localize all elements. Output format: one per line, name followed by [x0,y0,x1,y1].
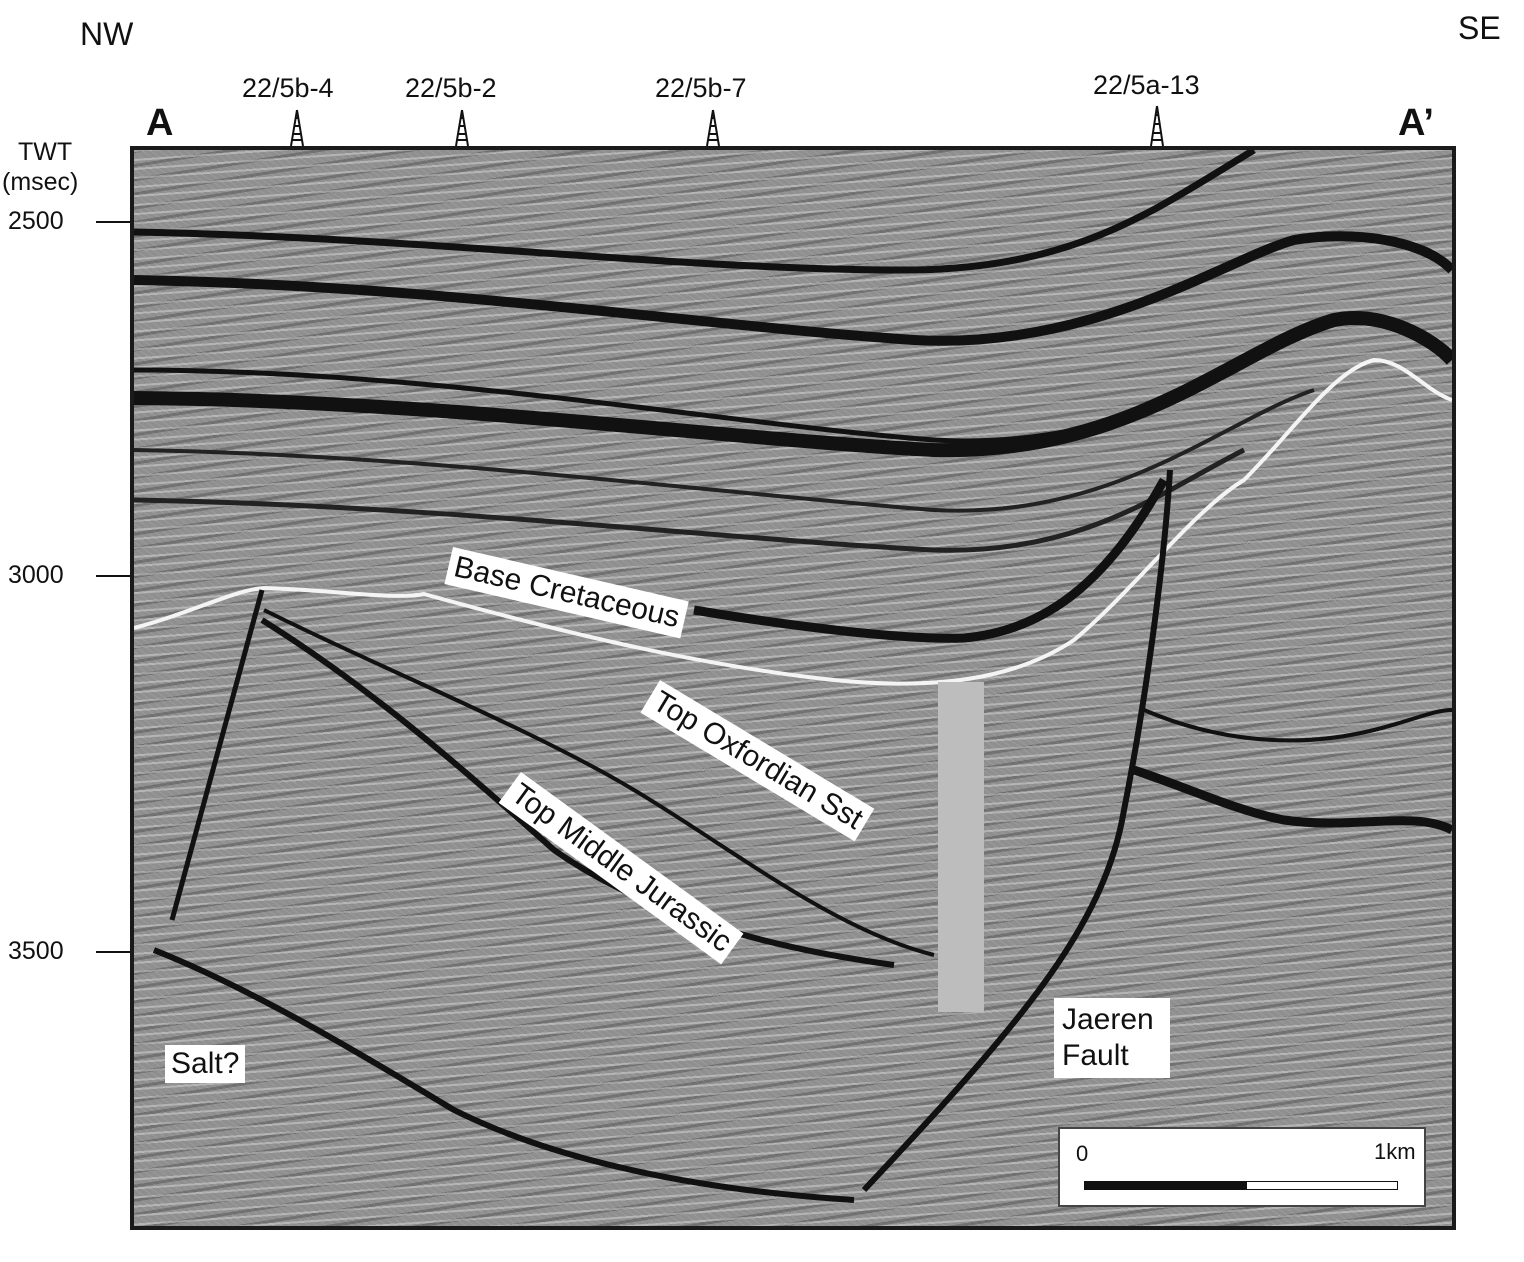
well-label: 22/5b-7 [655,73,747,103]
deep-reflector [1143,708,1452,743]
seismic-reflectors [134,150,1452,1203]
scale-bar-end: 1km [1374,1139,1416,1164]
salt-bounding-fault [169,589,265,921]
reflector-4 [134,311,1452,458]
y-tick [96,575,130,577]
label-jaeren-fault-line1: Jaeren [1062,1003,1154,1036]
reflector-6 [134,447,1246,553]
gas-column-bar [938,682,984,1012]
well-derrick-icon [1150,105,1164,147]
y-tick [96,221,130,223]
well-derrick-icon [706,109,720,147]
section-end-label: A’ [1398,102,1434,144]
y-tick-label: 3000 [8,561,64,589]
jaeren-fault [861,469,1173,1193]
scale-bar-filled [1084,1181,1246,1190]
seismic-section-panel [130,146,1456,1230]
well-label: 22/5a-13 [1093,70,1200,100]
y-axis-unit: (msec) [2,168,79,196]
deep-reflector [152,947,855,1203]
y-tick [96,951,130,953]
reflector-2 [134,231,1452,346]
top-middle-jurassic-horizon [260,617,895,968]
section-start-label: A [146,102,174,144]
y-axis-title: TWT [18,138,73,166]
well-label: 22/5b-4 [242,73,334,103]
deep-reflector [1132,765,1452,835]
reflector-3 [134,327,1306,444]
top-oxfordian-horizon [263,608,935,957]
y-tick-label: 2500 [8,207,64,235]
reflector-7 [693,477,1168,643]
well-derrick-icon [455,109,469,147]
direction-se: SE [1458,10,1501,46]
label-salt: Salt? [165,1045,246,1083]
direction-nw: NW [80,16,134,52]
reflector-1 [134,150,1256,274]
scale-bar-start: 0 [1076,1141,1089,1166]
scale-bar-empty [1246,1181,1398,1190]
y-tick-label: 3500 [8,937,64,965]
well-derrick-icon [290,109,304,147]
label-jaeren-fault: Jaeren Fault [1054,998,1170,1078]
label-jaeren-fault-line2: Fault [1062,1039,1129,1072]
reflector-5 [134,388,1315,513]
well-label: 22/5b-2 [405,73,497,103]
base-cretaceous-horizon [134,357,1452,686]
scale-bar: 0 1km [1058,1127,1426,1207]
